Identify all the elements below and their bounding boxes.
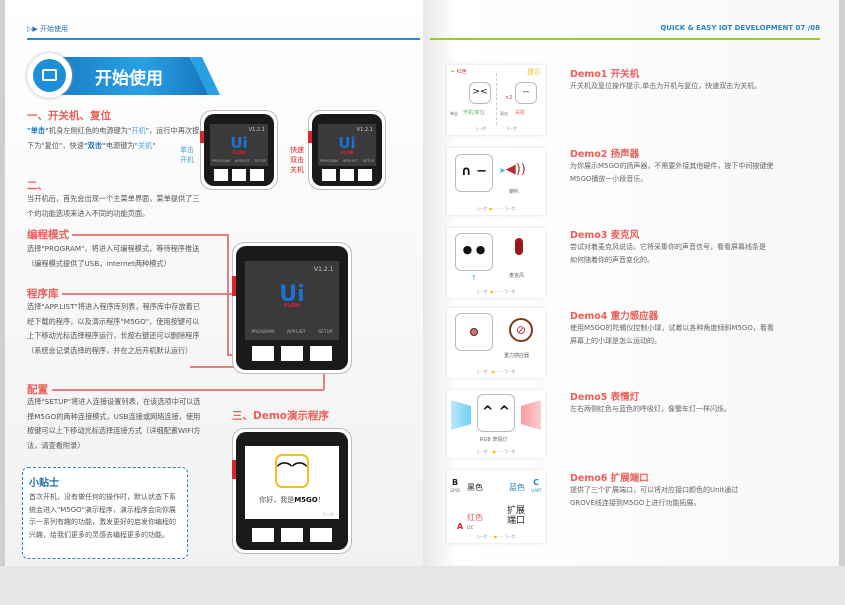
port-b: B — [452, 478, 459, 487]
red-button-label: ← 红色 — [451, 69, 467, 75]
demo6-title: Demo6 扩展端口 — [570, 473, 649, 484]
banner-circle — [27, 53, 72, 98]
microphone-icon — [515, 238, 523, 255]
arrow-up-icon: ↑ — [471, 274, 477, 282]
tip-box: 小贴士 首次开机，没有做任何的操作时，默认状态下系统会进入"M5GO"演示程序，… — [22, 467, 188, 559]
demo4-title: Demo4 重力感应器 — [570, 311, 659, 322]
black-label: 黑色 — [467, 483, 483, 492]
sleep-face-icon: -- — [515, 82, 537, 104]
setup-title: 配置 — [27, 384, 48, 396]
red-label: 红色 — [467, 513, 483, 522]
monitor-icon — [33, 59, 66, 92]
gyro-label: 重力感应器 — [504, 353, 530, 359]
demo-heading: 三、Demo演示程序 — [232, 410, 329, 422]
demo4-card: ⊘ 重力感应器 上一步 ··●······· 下一步 — [447, 308, 545, 378]
hint-label: 提示 — [527, 68, 541, 76]
single-label: 单击 — [450, 111, 458, 116]
demo5-card: ^ ^ RGB 表情灯 上一步 ···●······ 下一步 — [447, 390, 545, 458]
red-light-icon — [521, 400, 541, 430]
program-text: 选择"PROGRAM"，将进入可编程模式，等待程序推送（编程模式提供了USB，i… — [27, 244, 200, 268]
angry-face-icon: >< — [469, 82, 491, 104]
demo3-card: ● ● ↑ 麦克风 上一步 ·●········ 下一步 — [447, 228, 545, 298]
double-click-label: 快速双击关机 — [290, 146, 304, 174]
blue-label: 蓝色 — [509, 483, 525, 492]
card-nav: 上一步 ··●······· 下一步 — [476, 369, 516, 374]
smile-face-icon: ⌒⌒ — [275, 454, 309, 489]
card-nav: 上一步 ···●······ 下一步 — [476, 449, 516, 454]
device-demo: ⌒⌒ 你好，我是M5GO！ 下一步 — [232, 428, 352, 554]
page-bottom-edge — [0, 566, 845, 605]
gyroscope-icon: ⊘ — [509, 318, 533, 342]
mic-label: 麦克风 — [509, 273, 525, 279]
demo6-card: B GPIO 黑色 蓝色 C UART 红色 A I2C 扩展端口 上一步 ··… — [447, 470, 545, 543]
tip-text: 首次开机，没有做任何的操作时，默认状态下系统会进入"M5GO"演示程序，演示程序… — [29, 493, 176, 539]
rgb-label: RGB 表情灯 — [480, 437, 508, 443]
header-rule-green — [430, 38, 820, 40]
i2c-label: I2C — [467, 525, 474, 530]
ball-face — [455, 313, 493, 351]
port-a: A — [457, 522, 464, 531]
face-icon: ∩ − — [455, 154, 493, 192]
happy-face-icon: ^ ^ — [477, 394, 515, 432]
on-label: 开机/复位 — [463, 110, 485, 116]
right-header: QUICK & EASY IOT DEVELOPMENT 07 /08 — [660, 24, 820, 32]
demo6-text: 提供了三个扩展端口，可以将对应接口颜色的Unit通过GROVE线连接到M5GO上… — [570, 486, 739, 507]
setup-text: 选择"SETUP"将进入连接设置列表，在该选项中可以选择M5GO的两种连接模式，… — [27, 397, 201, 450]
applist-title: 程序库 — [27, 288, 59, 300]
card-nav: 上一步 下一步 — [474, 126, 518, 131]
demo3-text: 尝试对着麦克风说话，它将采集你的声音信号，看看屏幕线条是如何随着你的声音变化的。 — [570, 243, 766, 264]
card-nav: 上一步 ·●········ 下一步 — [476, 289, 516, 294]
port-c: C — [533, 478, 539, 487]
section-menu-title: 二、 — [27, 180, 48, 192]
speaker-icon: ➤◀)) — [499, 162, 526, 177]
demo1-text: 开关机及复位操作提示,单击为开机与复位，快速双击为关机。 — [570, 82, 762, 90]
section-menu-text: 当开机后，首先会出现一个主菜单界面，菜单提供了三个的功能选项来进入不同的功能页面… — [27, 194, 200, 218]
gpio-label: GPIO — [450, 488, 460, 493]
divider — [496, 73, 497, 125]
x2-label: ×2 — [505, 95, 513, 101]
single-click-label: 单击开机 — [180, 146, 194, 164]
demo5-title: Demo5 表情灯 — [570, 392, 640, 403]
uart-label: UART — [531, 488, 542, 493]
demo2-card: ∩ − ➤◀)) 喇叭 上一步 ●········· 下一步 — [447, 148, 545, 215]
double-label: 双击 — [500, 111, 508, 116]
section-header: ▷▶ 开始使用 — [27, 25, 68, 33]
demo4-text: 使用M5GO的陀螺仪控制小球，试着以各种角度倾斜M5GO，看看屏幕上的小球是怎么… — [570, 324, 774, 345]
banner-title: 开始使用 — [95, 69, 163, 89]
section-power-text: "单击"机身左侧红色的电源键为"开机"，运行中再次按下为"复位"，快速"双击"电… — [27, 126, 200, 150]
blue-light-icon — [451, 400, 471, 430]
connector-line — [227, 234, 229, 354]
speaker-label: 喇叭 — [509, 189, 520, 195]
program-title: 编程模式 — [27, 229, 69, 241]
demo2-title: Demo2 扬声器 — [570, 149, 640, 160]
demo3-title: Demo3 麦克风 — [570, 230, 640, 241]
off-label: 关机 — [515, 110, 526, 116]
connector-line — [62, 293, 232, 295]
connector-line — [72, 234, 227, 236]
card-nav: 上一步 ····●····· 下一步 — [476, 534, 516, 539]
demo5-text: 左右两侧红色与蓝色的呼吸灯，像警车灯一样闪烁。 — [570, 405, 731, 413]
demo1-card: ← 红色 提示 >< -- ×2 单击 开机/复位 双击 关机 上一步 下一步 — [447, 65, 545, 135]
connector-line — [52, 389, 324, 391]
applist-text: 选择"APP.LIST"将进入程序库列表，程序库中存放着已经下载的程序，以及演示… — [27, 302, 201, 355]
header-rule — [27, 38, 420, 40]
demo2-text: 为你展示M5GO的扬声器，不需要外接其他硬件，按下中间按键使M5GO播放一小段音… — [570, 162, 774, 183]
eyes-face-icon: ● ● — [455, 233, 493, 271]
tip-title: 小贴士 — [29, 478, 59, 489]
expansion-port-label: 扩展端口 — [507, 506, 526, 526]
section-power-title: 一、开关机、复位 — [27, 110, 111, 122]
next-label: 下一步 — [322, 512, 335, 518]
demo1-title: Demo1 开关机 — [570, 69, 640, 80]
connector-line — [323, 358, 325, 390]
card-nav: 上一步 ●········· 下一步 — [476, 206, 516, 211]
greeting-text: 你好，我是M5GO！ — [259, 496, 325, 505]
